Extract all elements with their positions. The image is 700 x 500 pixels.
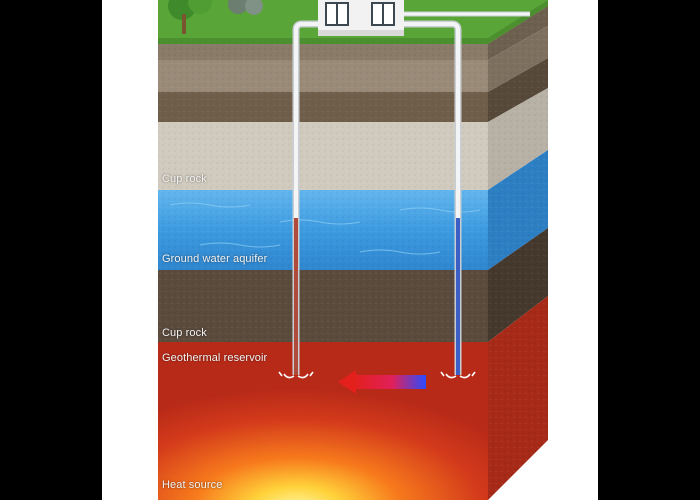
hot-water-pipe-segment [294, 218, 298, 375]
reservoir-heat-layer [158, 342, 488, 500]
layer-label-cup-rock-1: Cup rock [162, 173, 207, 185]
bush-icon [228, 0, 263, 15]
water-ripples [169, 202, 481, 255]
heat-flow-arrow-icon [338, 370, 426, 394]
layer-label-geothermal-reservoir: Geothermal reservoir [162, 352, 268, 364]
layer-label-aquifer: Ground water aquifer [162, 253, 268, 265]
well-outlet-icon [278, 371, 476, 379]
layer-label-heat-source: Heat source [162, 479, 223, 491]
layer-label-cup-rock-2: Cup rock [162, 327, 207, 339]
tree-icon [168, 0, 212, 34]
cold-water-pipe-segment [456, 218, 460, 375]
well-pipes [292, 11, 530, 375]
house-icon [318, 0, 404, 36]
